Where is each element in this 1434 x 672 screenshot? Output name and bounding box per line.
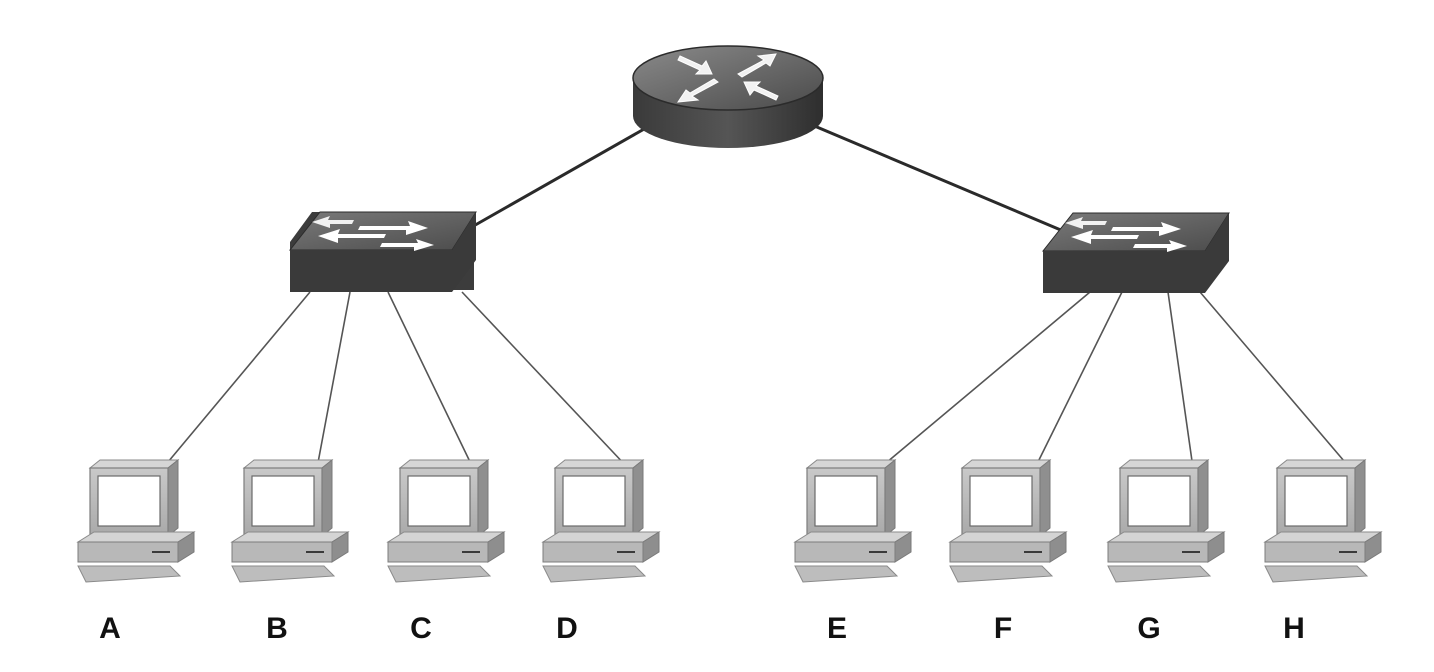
computer-label: C — [410, 612, 432, 645]
computer-d — [541, 458, 661, 583]
link-a — [162, 291, 311, 469]
computer-g — [1106, 458, 1226, 583]
link-e — [879, 291, 1091, 469]
link-g — [1167, 291, 1194, 469]
computer-label: G — [1137, 612, 1160, 645]
link-d — [461, 291, 629, 469]
computer-a — [76, 458, 196, 583]
computer-label: E — [827, 612, 847, 645]
computer-label: H — [1283, 612, 1305, 645]
link-h — [1199, 291, 1351, 469]
switch-icon — [1065, 217, 1187, 252]
router — [632, 45, 824, 148]
computer-f — [948, 458, 1068, 583]
uplink-right — [804, 120, 1076, 238]
computer-label: A — [99, 612, 121, 645]
link-c — [387, 291, 474, 469]
computer-b — [230, 458, 350, 583]
uplink-left — [469, 118, 661, 230]
switch-icon — [312, 216, 434, 251]
link-f — [1034, 291, 1123, 469]
computer-h — [1263, 458, 1383, 583]
computer-label: F — [994, 612, 1012, 645]
computer-label: D — [556, 612, 578, 645]
computer-c — [386, 458, 506, 583]
link-b — [316, 291, 351, 469]
computers-layer: A B C D E F G H — [76, 458, 1383, 645]
router-icon — [676, 53, 779, 103]
switch-left — [288, 211, 477, 292]
links-layer — [162, 118, 1351, 469]
computer-e — [793, 458, 913, 583]
computer-label: B — [266, 612, 288, 645]
switch-right — [1041, 212, 1230, 293]
